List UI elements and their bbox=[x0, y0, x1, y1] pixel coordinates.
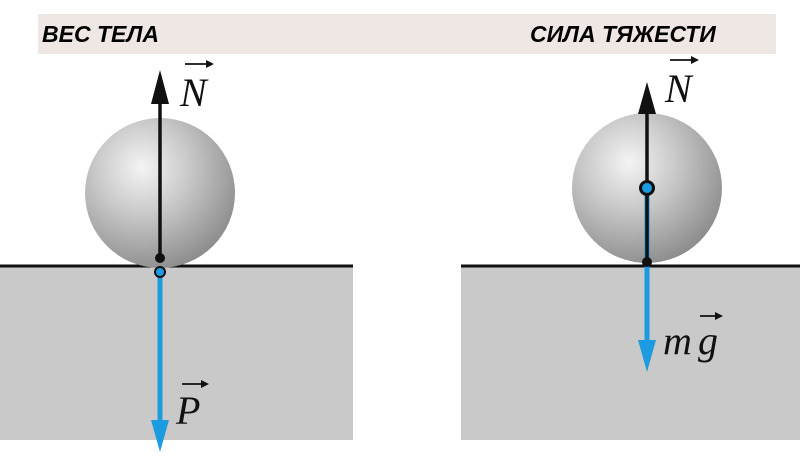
left-scene: N P bbox=[0, 60, 353, 452]
right-gravity-arrowhead bbox=[638, 340, 656, 372]
left-weight-label: P bbox=[175, 388, 200, 433]
right-ground bbox=[461, 266, 800, 440]
right-contact-point bbox=[642, 257, 652, 267]
header-gravity-force: СИЛА ТЯЖЕСТИ bbox=[530, 21, 716, 47]
left-normal-force-arrowhead bbox=[151, 70, 169, 104]
left-contact-point bbox=[155, 253, 165, 263]
left-ground bbox=[0, 266, 353, 440]
right-normal-vector-tip bbox=[691, 56, 699, 64]
left-normal-vector-tip bbox=[206, 60, 214, 68]
left-weight-vector-tip bbox=[201, 380, 209, 388]
right-normal-force-label: N bbox=[664, 66, 694, 111]
left-weight-arrowhead bbox=[151, 420, 169, 452]
right-normal-force-arrowhead bbox=[638, 82, 656, 114]
header-body-weight: ВЕС ТЕЛА bbox=[42, 21, 160, 47]
left-weight-origin bbox=[154, 266, 166, 278]
left-normal-force-label: N bbox=[179, 70, 209, 115]
right-gravity-vector-tip bbox=[715, 312, 723, 320]
header-bar bbox=[38, 14, 776, 54]
right-gravity-label-m: m bbox=[663, 318, 692, 363]
right-center-of-mass bbox=[639, 180, 655, 196]
right-scene: N m g bbox=[461, 56, 800, 440]
right-gravity-label-g: g bbox=[698, 318, 718, 363]
